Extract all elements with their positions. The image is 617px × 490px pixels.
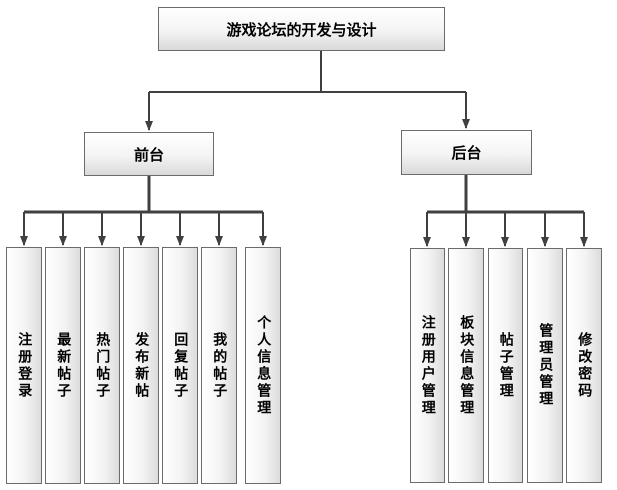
back-child-label: 帖子管理 xyxy=(497,331,514,400)
front-child-label: 发布新帖 xyxy=(133,331,150,400)
front-child-7: 个人信息管理 xyxy=(245,247,281,484)
back-child-5: 修改密码 xyxy=(566,248,602,483)
front-child-2: 最新帖子 xyxy=(45,247,81,484)
back-child-3: 帖子管理 xyxy=(488,248,523,483)
root-label: 游戏论坛的开发与设计 xyxy=(226,20,377,39)
front-child-6: 我的帖子 xyxy=(201,247,237,484)
back-label: 后台 xyxy=(451,144,482,162)
front-node: 前台 xyxy=(84,132,214,176)
root-node: 游戏论坛的开发与设计 xyxy=(158,7,445,51)
front-child-label: 注册登录 xyxy=(16,331,33,400)
front-child-label: 热门帖子 xyxy=(94,331,111,400)
front-child-1: 注册登录 xyxy=(6,247,42,484)
back-child-2: 板块信息管理 xyxy=(448,248,484,483)
front-child-5: 回复帖子 xyxy=(162,247,198,484)
front-child-label: 回复帖子 xyxy=(172,331,189,400)
back-child-label: 板块信息管理 xyxy=(458,314,475,417)
front-child-3: 热门帖子 xyxy=(84,247,120,484)
front-child-label: 最新帖子 xyxy=(55,331,72,400)
back-child-label: 修改密码 xyxy=(576,331,593,400)
back-child-1: 注册用户管理 xyxy=(410,248,445,483)
back-child-label: 管理员管理 xyxy=(537,323,554,408)
front-child-4: 发布新帖 xyxy=(123,247,159,484)
front-label: 前台 xyxy=(133,145,164,164)
front-child-label: 我的帖子 xyxy=(211,331,228,400)
front-child-label: 个人信息管理 xyxy=(255,314,272,417)
back-child-4: 管理员管理 xyxy=(527,248,563,483)
back-node: 后台 xyxy=(401,130,532,175)
back-child-label: 注册用户管理 xyxy=(419,314,436,417)
